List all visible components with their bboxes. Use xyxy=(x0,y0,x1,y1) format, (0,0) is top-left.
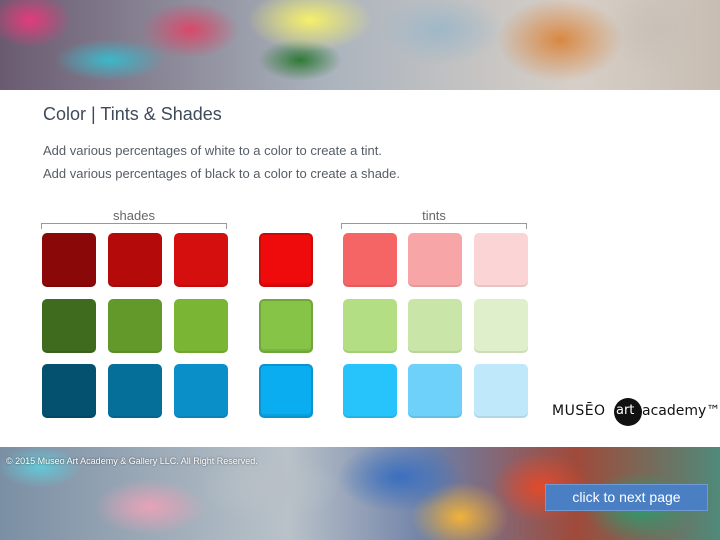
shade-description: Add various percentages of black to a co… xyxy=(43,166,400,181)
tints-bracket xyxy=(341,223,527,229)
swatch-blue-shade-1 xyxy=(42,364,96,418)
swatch-red-tint-1 xyxy=(343,233,397,287)
shades-bracket xyxy=(41,223,227,229)
swatch-green-tint-3 xyxy=(474,299,528,353)
tints-label: tints xyxy=(422,208,446,223)
swatch-green-base xyxy=(259,299,313,353)
swatch-blue-base xyxy=(259,364,313,418)
swatch-blue-tint-1 xyxy=(343,364,397,418)
swatch-red-shade-1 xyxy=(42,233,96,287)
logo-ink-blot-icon xyxy=(614,398,642,426)
swatch-red-base xyxy=(259,233,313,287)
swatch-red-tint-2 xyxy=(408,233,462,287)
swatch-blue-shade-3 xyxy=(174,364,228,418)
background-painting-top xyxy=(0,0,720,90)
swatch-blue-tint-3 xyxy=(474,364,528,418)
slide-title: Color | Tints & Shades xyxy=(43,104,222,124)
swatch-red-shade-2 xyxy=(108,233,162,287)
swatch-blue-tint-2 xyxy=(408,364,462,418)
copyright-notice: © 2015 Museo Art Academy & Gallery LLC. … xyxy=(6,456,258,466)
swatch-red-tint-3 xyxy=(474,233,528,287)
logo-text-academy: academy™ xyxy=(642,403,720,419)
shades-label: shades xyxy=(113,208,155,223)
swatch-green-tint-1 xyxy=(343,299,397,353)
swatch-blue-shade-2 xyxy=(108,364,162,418)
logo-text-art: art xyxy=(616,403,635,418)
swatch-green-shade-2 xyxy=(108,299,162,353)
tint-description: Add various percentages of white to a co… xyxy=(43,143,382,158)
museo-art-academy-logo: MUSĒO art academy™ xyxy=(552,398,720,426)
next-page-button[interactable]: click to next page xyxy=(545,484,708,511)
swatch-green-tint-2 xyxy=(408,299,462,353)
logo-text-museo: MUSĒO xyxy=(552,403,606,419)
swatch-red-shade-3 xyxy=(174,233,228,287)
swatch-green-shade-3 xyxy=(174,299,228,353)
swatch-green-shade-1 xyxy=(42,299,96,353)
